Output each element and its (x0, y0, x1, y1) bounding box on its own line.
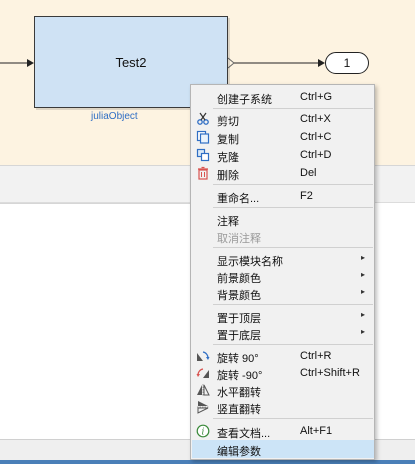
menu-item-copy[interactable]: 复制 Ctrl+C (192, 128, 374, 146)
menu-item-flip-horizontal[interactable]: 水平翻转 (192, 381, 374, 399)
outport-number: 1 (343, 56, 351, 70)
menu-separator (213, 344, 373, 345)
menu-item-label: 删除 (217, 170, 239, 182)
context-menu: 创建子系统 Ctrl+G 剪切 Ctrl+X 复制 Ctrl+C 克隆 Ctrl… (190, 84, 375, 460)
menu-separator (213, 108, 373, 109)
signal-lines (0, 57, 325, 69)
menu-separator (213, 304, 373, 305)
status-accent-bar (0, 460, 415, 464)
rotate-cw-icon (197, 351, 210, 361)
menu-item-label: 复制 (217, 134, 239, 146)
menu-item-send-to-back[interactable]: 置于底层 ▸ (192, 324, 374, 342)
menu-separator (213, 184, 373, 185)
menu-item-rotate-minus-90[interactable]: 旋转 -90° Ctrl+Shift+R (192, 364, 374, 382)
flip-vertical-icon (197, 401, 209, 414)
menu-item-label: 旋转 -90° (217, 370, 263, 382)
menu-item-create-subsystem[interactable]: 创建子系统 Ctrl+G (192, 88, 374, 106)
menu-item-label: 注释 (217, 216, 239, 228)
menu-item-label: 创建子系统 (217, 94, 272, 106)
block-name-label[interactable]: juliaObject (91, 111, 138, 122)
menu-item-view-documentation[interactable]: i 查看文档... Alt+F1 (192, 422, 374, 440)
menu-item-label: 前景颜色 (217, 273, 261, 285)
menu-separator (213, 247, 373, 248)
menu-item-shortcut: Ctrl+X (300, 113, 331, 125)
menu-item-bring-to-front[interactable]: 置于顶层 ▸ (192, 307, 374, 325)
output-arrowhead (318, 59, 325, 67)
menu-item-cut[interactable]: 剪切 Ctrl+X (192, 110, 374, 128)
menu-item-label: 查看文档... (217, 428, 271, 440)
submenu-arrow-icon: ▸ (361, 327, 366, 336)
menu-separator (213, 418, 373, 419)
menu-item-rotate-90[interactable]: 旋转 90° Ctrl+R (192, 347, 374, 365)
submenu-arrow-icon: ▸ (361, 287, 366, 296)
svg-text:i: i (202, 428, 205, 438)
menu-item-shortcut: Ctrl+D (300, 149, 332, 161)
menu-item-shortcut: F2 (300, 190, 313, 202)
clone-icon (196, 148, 210, 162)
menu-item-label: 背景颜色 (217, 290, 261, 302)
output-port-marker (227, 57, 235, 69)
menu-item-label: 重命名... (217, 193, 260, 205)
menu-item-rename[interactable]: 重命名... F2 (192, 187, 374, 205)
menu-item-background-color[interactable]: 背景颜色 ▸ (192, 284, 374, 302)
menu-item-shortcut: Ctrl+Shift+R (300, 367, 360, 379)
menu-item-delete[interactable]: 删除 Del (192, 164, 374, 182)
input-arrowhead (27, 59, 34, 67)
menu-item-label: 竖直翻转 (217, 404, 261, 416)
scissors-icon (197, 112, 209, 125)
menu-item-shortcut: Ctrl+R (300, 350, 332, 362)
menu-item-label: 编辑参数 (217, 446, 261, 458)
rotate-ccw-icon (196, 368, 209, 378)
menu-item-shortcut: Ctrl+G (300, 91, 333, 103)
menu-item-label: 置于顶层 (217, 313, 261, 325)
menu-item-label: 置于底层 (217, 330, 261, 342)
submenu-arrow-icon: ▸ (361, 270, 366, 279)
menu-item-label: 显示模块名称 (217, 256, 283, 268)
submenu-arrow-icon: ▸ (361, 310, 366, 319)
panel-divider (0, 203, 200, 204)
info-icon: i (196, 424, 210, 438)
menu-separator (213, 207, 373, 208)
trash-icon (198, 166, 208, 180)
menu-item-foreground-color[interactable]: 前景颜色 ▸ (192, 267, 374, 285)
menu-item-shortcut: Del (300, 167, 317, 179)
block-title: Test2 (115, 54, 147, 70)
menu-item-label: 水平翻转 (217, 387, 261, 399)
menu-item-show-block-name[interactable]: 显示模块名称 ▸ (192, 250, 374, 268)
copy-icon (196, 130, 210, 144)
menu-item-clone[interactable]: 克隆 Ctrl+D (192, 146, 374, 164)
submenu-arrow-icon: ▸ (361, 253, 366, 262)
menu-item-label: 取消注释 (217, 233, 261, 245)
flip-horizontal-icon (197, 384, 210, 396)
menu-item-label: 剪切 (217, 116, 239, 128)
menu-item-shortcut: Ctrl+C (300, 131, 332, 143)
menu-item-label: 克隆 (217, 152, 239, 164)
menu-item-label: 旋转 90° (217, 353, 259, 365)
menu-item-comment[interactable]: 注释 (192, 210, 374, 228)
menu-item-edit-parameters[interactable]: 编辑参数 (192, 440, 374, 458)
menu-item-shortcut: Alt+F1 (300, 425, 333, 437)
menu-item-flip-vertical[interactable]: 竖直翻转 (192, 398, 374, 416)
menu-item-uncomment: 取消注释 (192, 227, 374, 245)
outport-block[interactable]: 1 (325, 52, 369, 74)
